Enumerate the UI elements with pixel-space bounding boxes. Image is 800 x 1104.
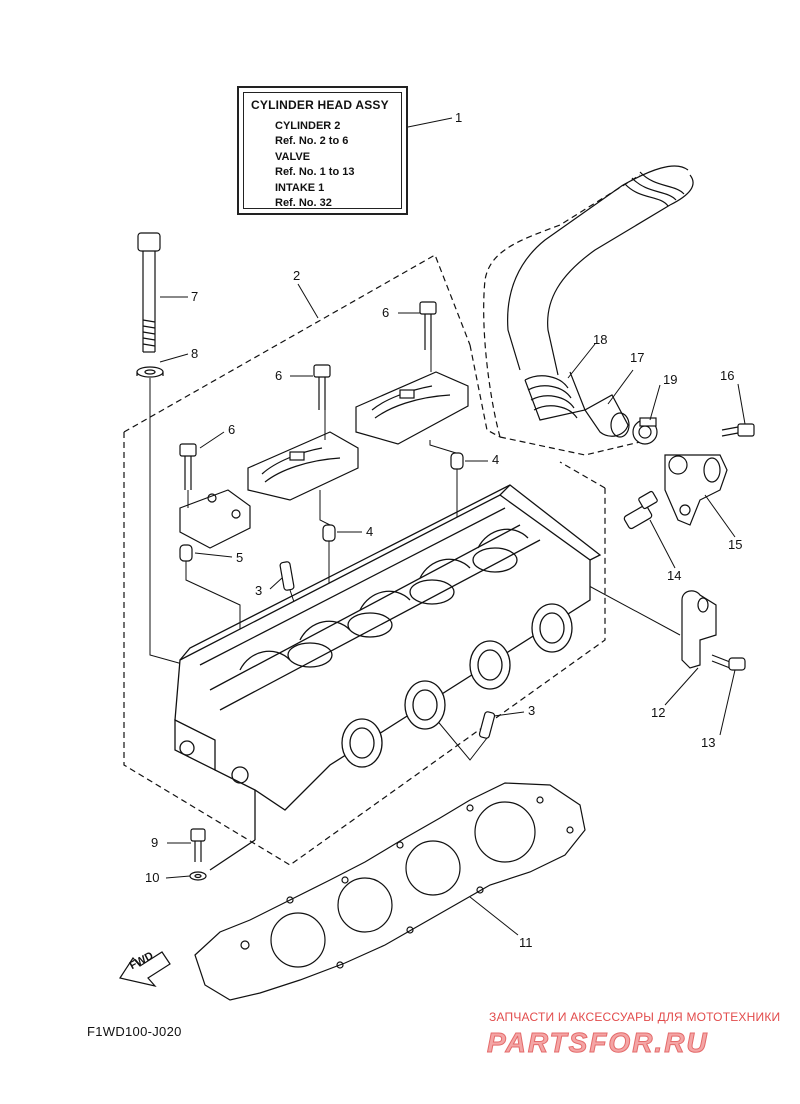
legend-inner-frame [243,92,402,209]
bolt-13 [711,654,746,671]
callout-11: 11 [519,935,533,950]
callout-6: 6 [382,305,390,320]
legend-line: Ref. No. 2 to 6 [275,135,349,147]
long-bolt-7 [137,232,161,353]
camshaft-cap-small [179,489,251,549]
callout-5: 5 [236,550,244,565]
callout-15: 15 [728,537,743,552]
legend-line: VALVE [275,151,311,163]
thermostat-housing-15 [664,454,728,526]
callout-7: 7 [191,289,199,304]
callout-4: 4 [492,452,500,467]
callout-3: 3 [255,583,263,598]
valve-guide-3-b [478,711,496,739]
dowel-4-a [322,524,336,542]
washer-10 [189,871,207,881]
legend-line: INTAKE 1 [275,182,325,194]
callout-9: 9 [151,835,159,850]
intake-hose [507,165,694,438]
cylinder-head-body [174,484,602,871]
hose-clamp-19 [632,417,658,445]
callout-12: 12 [651,705,666,720]
camshaft-cap-left [247,431,359,501]
bolt-16 [721,423,755,437]
callout-14: 14 [667,568,682,583]
dowel-5 [179,544,193,562]
callout-8: 8 [191,346,199,361]
temp-sensor-14 [623,490,658,530]
valve-guide-3-a [279,561,295,591]
legend-line: Ref. No. 32 [275,197,332,209]
head-gasket-11 [194,782,586,1001]
callout-18: 18 [593,332,608,347]
bolt-6-a [313,364,331,410]
callout-3: 3 [528,703,536,718]
callout-16: 16 [720,368,735,383]
dowel-4-b [450,452,464,470]
callout-13: 13 [701,735,716,750]
callout-6: 6 [275,368,283,383]
callout-6: 6 [228,422,236,437]
bolt-6-c [179,443,197,490]
legend-title: CYLINDER HEAD ASSY [251,98,389,112]
watermark-logo: PARTSFOR.RU [487,1027,709,1059]
callout-2: 2 [293,268,301,283]
diagram-code: F1WD100-J020 [87,1024,182,1039]
camshaft-cap-right [355,371,469,445]
callout-4: 4 [366,524,374,539]
bolt-6-b [419,301,437,350]
hose-dashed-outline [483,174,641,456]
legend-line: Ref. No. 1 to 13 [275,166,355,178]
washer-8 [136,366,164,378]
dashed-group-outline [123,254,606,866]
bracket-12 [681,590,717,669]
callout-10: 10 [145,870,160,885]
callout-17: 17 [630,350,645,365]
fwd-arrow [119,951,171,987]
legend-line: CYLINDER 2 [275,120,341,132]
callout-1: 1 [455,110,463,125]
callout-19: 19 [663,372,678,387]
watermark-tagline: ЗАПЧАСТИ И АКСЕССУАРЫ ДЛЯ МОТОТЕХНИКИ [489,1010,781,1024]
bolt-9 [190,828,206,862]
assembly-legend-box: CYLINDER HEAD ASSY CYLINDER 2 Ref. No. 2… [237,86,408,215]
